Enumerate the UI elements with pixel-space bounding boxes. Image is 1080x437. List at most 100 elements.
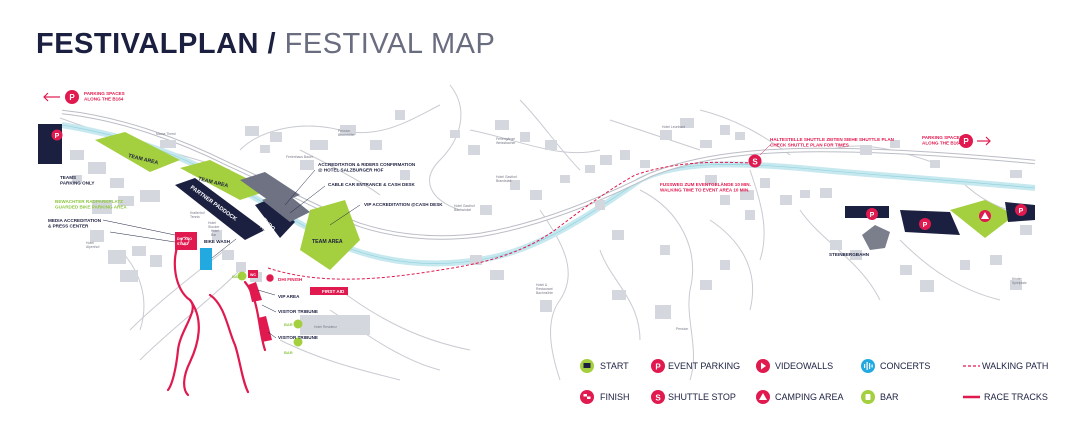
legend-label-videowalls: VIDEOWALLS — [775, 361, 833, 371]
legend-item-start: START — [580, 359, 629, 373]
legend-item-camping-area: CAMPING AREA — [756, 390, 844, 404]
place-kinder-2: Spielplatz — [1012, 281, 1027, 285]
legend-label-bar: BAR — [880, 392, 899, 402]
place-pension-gr-2: Brunnhöfel — [338, 133, 355, 137]
teams-parking-label-2: PARKING ONLY — [60, 181, 94, 186]
wc-zone — [248, 270, 258, 278]
legend-item-videowalls: VIDEOWALLS — [756, 359, 833, 373]
place-hotel-bar-2: Bar — [211, 233, 217, 237]
visitor-tribune-2-label: VISITOR TRIBUNE — [278, 335, 318, 340]
place-hotel-restaurant-2: Restaurant — [536, 287, 553, 291]
parking-note-right-2: ALONG THE B164 — [922, 141, 962, 146]
teams-parking-label-1: TEAMS — [60, 175, 76, 180]
finish-area-label: DHI FINISH — [278, 277, 303, 282]
buildings — [70, 110, 1032, 335]
parking-icon-right-b[interactable]: P — [919, 218, 931, 230]
media-label-1: MEDIA ACCREDITATION — [48, 218, 102, 223]
place-gasthof-1: Hotel Gasthof — [454, 204, 475, 208]
place-hotel-bar-1: Hotel — [211, 229, 219, 233]
parking-icon-right-top[interactable]: P — [959, 134, 973, 148]
legend-item-event-parking: P EVENT PARKING — [651, 359, 740, 373]
title-separator: / — [267, 28, 277, 60]
bar-icon-map-1 — [237, 271, 247, 281]
finish-flag-icon-a — [180, 236, 190, 246]
place-leogang-haus-1: Feriengänge — [496, 137, 515, 141]
shuttle-stop-icon — [651, 390, 665, 404]
bar-icon-map-3 — [293, 337, 303, 347]
place-ferienhaus: Ferienhaus Bauer — [286, 155, 314, 159]
media-label-2: & PRESS CENTER — [48, 224, 89, 229]
start-box-label-1: DHI XCO — [177, 237, 192, 241]
place-alpenhof-1: Hotel — [86, 241, 94, 245]
bar-label-3: BAR — [284, 350, 293, 355]
title-sub: FESTIVAL MAP — [284, 28, 496, 60]
wc-label: WC — [250, 273, 256, 277]
legend-item-walking-path: WALKING PATH — [963, 361, 1048, 371]
arrow-left-icon — [43, 92, 60, 102]
legend-label-race-tracks: RACE TRACKS — [984, 392, 1048, 402]
parking-icon-right-c[interactable]: P — [1015, 204, 1027, 216]
place-hotel-auto-1: Hotel — [208, 221, 216, 225]
shuttle-note-1: HALTESTELLE SHUTTLE ZEITEN SIEHE SHUTTLE… — [770, 137, 895, 142]
cable-car-label: CABLE CAR ENTRANCE & CASH DESK — [328, 182, 415, 187]
place-hotel-gasthof-1: Hotel Gasthof — [496, 175, 517, 179]
bike-wash-label: BIKE WASH — [204, 239, 231, 244]
accreditation-label-1: ACCREDITATION & RIDERS CONFIRMATION — [318, 162, 416, 167]
grey-block-b — [262, 192, 310, 222]
finish-flag-icon-b — [265, 273, 275, 283]
steinbergbahn-label: STEINBERGBAHN — [829, 252, 870, 257]
legend-item-shuttle-stop: S SHUTTLE STOP — [651, 390, 736, 404]
legend-label-event-parking: EVENT PARKING — [668, 361, 740, 371]
race-tracks — [166, 238, 267, 397]
svg-text:P: P — [55, 133, 60, 140]
parking-icon-left-top[interactable]: P — [65, 90, 79, 104]
shuttle-note-2: CHECK SHUTTLE PLAN FOR TIMES — [770, 143, 849, 148]
svg-text:P: P — [923, 222, 928, 229]
svg-text:P: P — [963, 137, 969, 146]
event-parking-icon — [651, 359, 665, 373]
title-main: FESTIVALPLAN — [36, 28, 259, 60]
vip-area-label: VIP AREA — [278, 294, 300, 299]
team-area-3-label: TEAM AREA — [312, 239, 343, 245]
legend-label-shuttle-stop: SHUTTLE STOP — [668, 392, 736, 402]
place-hotel-residenz: Hotel Residenz — [314, 325, 337, 329]
shuttle-stop-icon-map[interactable]: S — [748, 154, 762, 168]
bike-parking-label-1: BEWACHTER RADPARKPLATZ — [55, 199, 123, 204]
legend-label-start: START — [600, 361, 629, 371]
walking-note-2: WALKING TIME TO EVENT AREA 10 MIN. — [660, 188, 749, 193]
legend-label-finish: FINISH — [600, 392, 630, 402]
svg-text:P: P — [655, 363, 661, 372]
page-title: FESTIVALPLAN / FESTIVAL MAP — [36, 28, 495, 61]
legend-label-walking-path: WALKING PATH — [982, 361, 1048, 371]
parking-note-right-1: PARKING SPACES — [922, 135, 963, 140]
place-mama: Mama Thresl — [156, 132, 176, 136]
visitor-tribune-1-label: VISITOR TRIBUNE — [278, 309, 318, 314]
team-area-3 — [300, 200, 360, 270]
legend-item-concerts: CONCERTS — [861, 359, 930, 373]
legend-item-race-tracks: RACE TRACKS — [963, 392, 1048, 402]
camping-icon-map[interactable] — [979, 210, 991, 222]
place-gasthof-2: Bachwinkel — [454, 208, 471, 212]
legend-item-finish: FINISH — [580, 390, 630, 404]
svg-text:P: P — [1019, 208, 1024, 215]
place-krallerhof-2: Tennis — [190, 215, 200, 219]
bar-label-1: BAR — [232, 274, 241, 279]
parking-icon-right-a[interactable]: P — [866, 208, 878, 220]
parking-icon-teams[interactable]: P — [51, 129, 63, 141]
bike-parking-label-2: GUARDED BIKE PARKING AREA — [55, 205, 127, 210]
start-box-label-2: START — [177, 242, 190, 246]
place-pension-gr-1: Pension — [338, 129, 350, 133]
svg-text:P: P — [870, 212, 875, 219]
place-leogang-haus-2: Weissbacher — [496, 141, 516, 145]
place-hotel-auto-2: Stocker — [208, 225, 220, 229]
vip-accreditation-label: VIP ACCREDITATION @CASH DESK — [364, 202, 443, 207]
legend-item-bar: BAR — [861, 390, 899, 404]
concert-zone — [200, 248, 212, 270]
shuttle-leader — [759, 144, 771, 156]
legend-label-camping-area: CAMPING AREA — [775, 392, 844, 402]
expo-area-zone — [255, 198, 295, 238]
arrow-right-icon — [977, 136, 991, 146]
svg-text:S: S — [655, 394, 661, 403]
bar-label-2: BAR — [284, 322, 293, 327]
